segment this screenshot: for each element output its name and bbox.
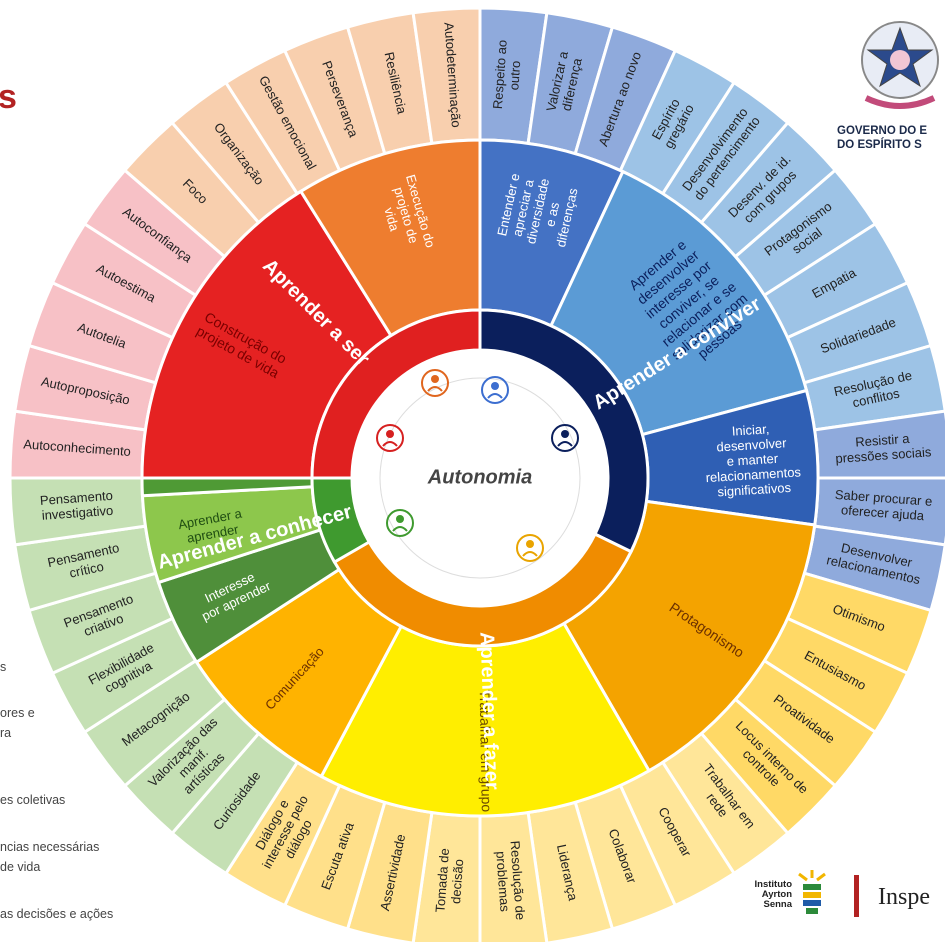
government-label: GOVERNO DO E DO ESPÍRITO S bbox=[837, 124, 927, 152]
skill-resolucao-de-conflitos: Resolução deconflitos bbox=[802, 343, 945, 432]
trabalhar-em-grupo-label: Trabalhar em grupo bbox=[477, 690, 495, 813]
lightbulb-icon bbox=[798, 870, 826, 914]
skill-escuta-ativa: Escuta ativa bbox=[282, 783, 387, 931]
legend-item: de vida bbox=[0, 860, 41, 874]
person-heart-icon bbox=[376, 424, 404, 452]
resolucao-de-problemas-label: Resolução deproblemas bbox=[492, 840, 528, 921]
legend-item: ra bbox=[0, 726, 12, 740]
legend-item: ores e bbox=[0, 706, 35, 720]
center-circle bbox=[379, 377, 581, 579]
iniciar-desenvolver-e-manter-relacionamentos-significativos-label: Iniciar,desenvolvere manterrelacionament… bbox=[703, 420, 803, 501]
divider-bar bbox=[854, 875, 859, 917]
skill-espirito-gregario: Espíritogregário bbox=[618, 48, 737, 196]
government-line-1: GOVERNO DO E bbox=[837, 125, 928, 137]
skill-protagonismo-social: Protagonismosocial bbox=[733, 168, 878, 298]
panel-title: s bbox=[0, 78, 17, 116]
saber-procurar-e-oferecer-ajuda-label: Saber procurar eoferecer ajuda bbox=[833, 487, 932, 524]
subdimension-aprender-e-desenvolver-interesse-por-conviver-se-relacionar-e-se-solidarizar-com-pessoas: Aprender edesenvolverinteresse porconviv… bbox=[549, 169, 809, 437]
legend-item: ncias necessárias bbox=[0, 840, 100, 854]
network-icon bbox=[481, 376, 509, 404]
government-line-2: DO ESPÍRITO S bbox=[837, 139, 922, 151]
institute-label: Instituto Ayrton Senna bbox=[754, 879, 792, 910]
document-icon bbox=[386, 509, 414, 537]
legend-item: s bbox=[0, 660, 7, 674]
skill-valorizar-a-diferenca: Valorizar adiferença bbox=[526, 11, 615, 156]
subdimension-protagonismo: Protagonismo bbox=[561, 499, 817, 773]
legend-item: es coletivas bbox=[0, 793, 66, 807]
skill-empatia: Empatia bbox=[762, 221, 910, 340]
resistir-a-pressoes-sociais-label: Resistir apressões sociais bbox=[834, 430, 932, 467]
head-gear-icon bbox=[516, 534, 544, 562]
legend-item: as decisões e ações bbox=[0, 907, 114, 921]
skill-respeito-ao-outro: Respeito aooutro bbox=[478, 6, 549, 146]
center-label: Autonomia bbox=[427, 466, 532, 488]
skill-proatividade: Proatividade bbox=[733, 658, 878, 788]
balance-scale-icon bbox=[551, 424, 579, 452]
state-crest-icon bbox=[861, 21, 939, 109]
subdimension-entender-e-apreciar-a-diversidade-e-as-diferencas: Entender eapreciar adiversidadee asdifer… bbox=[478, 138, 625, 328]
inspe-logo-text: Inspe bbox=[878, 884, 930, 910]
pensamento-investigativo-label: Pensamentoinvestigativo bbox=[39, 488, 114, 523]
skill-cooperar: Cooperar bbox=[618, 760, 737, 908]
subdimension-construcao-do-projeto-de-vida: Construção doprojeto de vida bbox=[140, 189, 394, 480]
respeito-ao-outro-label: Respeito aooutro bbox=[490, 39, 525, 110]
subdimension-trabalhar-em-grupo: Trabalhar em grupo bbox=[319, 621, 652, 818]
skill-resistir-a-pressoes-sociais: Resistir apressões sociais bbox=[812, 409, 945, 480]
skill-trabalhar-em-rede: Trabalhar emrede bbox=[660, 731, 790, 876]
skill-autoproposicao: Autoproposição bbox=[13, 343, 158, 432]
fist-icon bbox=[421, 369, 449, 397]
tomada-de-decisao-label: Tomada dedecisão bbox=[433, 848, 467, 914]
skill-desenvolvimento-do-pertencimento: Desenvolvimentodo pertencimento bbox=[660, 80, 790, 225]
